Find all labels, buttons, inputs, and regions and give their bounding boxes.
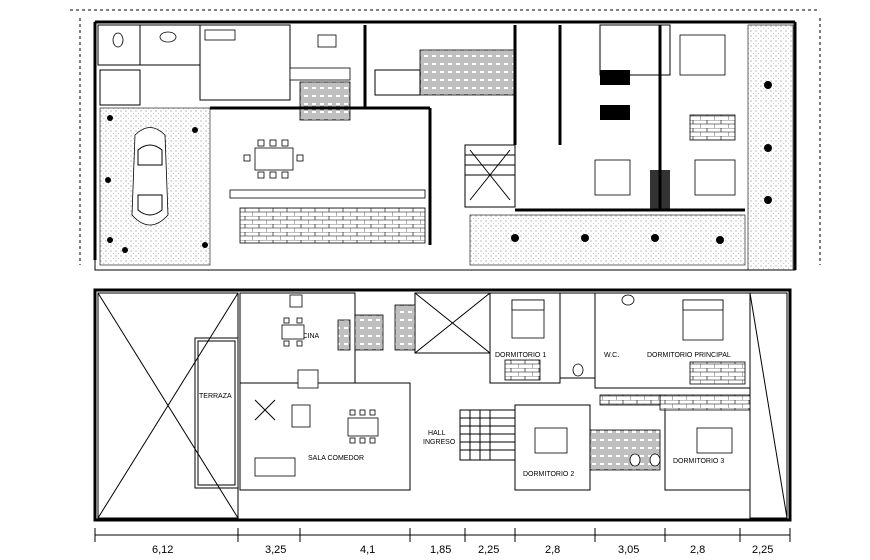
dining-table-icon <box>243 139 304 179</box>
terraza-label: TERRAZA <box>199 393 232 400</box>
upper-stair <box>464 144 516 208</box>
living-dining-table-icon <box>347 409 379 444</box>
toilet-icon <box>112 32 124 48</box>
dormitorio-2-label: DORMITORIO 2 <box>523 471 574 478</box>
dimension-label: 2,25 <box>478 544 499 556</box>
toilet-icon-lower-2 <box>629 453 641 467</box>
dimension-label: 2,8 <box>545 544 560 556</box>
lower-floor-plan: TERRAZA COCINA SALA COMEDOR HALL INGRES <box>93 288 792 522</box>
dormitorio-3-label: DORMITORIO 3 <box>673 458 724 465</box>
parquet-hall <box>419 49 516 96</box>
sala-comedor-room <box>239 382 411 491</box>
bed-icon-dormitorio-2 <box>534 427 568 454</box>
sala-comedor-label: SALA COMEDOR <box>308 455 364 462</box>
upper-floor-plan <box>70 9 821 271</box>
bed-icon-upper-2 <box>694 159 736 196</box>
lower-stair <box>459 409 516 461</box>
bed-icon-upper-1 <box>679 34 726 76</box>
sink-icon-wc <box>621 294 635 306</box>
kitchen-counter-icon <box>289 67 351 81</box>
dimension-label: 1,85 <box>430 544 451 556</box>
dimension-label: 6,12 <box>152 544 173 556</box>
dimension-label: 2,8 <box>690 544 705 556</box>
toilet-icon-lower-3 <box>649 453 661 467</box>
dormitorio-principal-label: DORMITORIO PRINCIPAL <box>647 352 731 359</box>
counter-icon <box>204 29 236 41</box>
dimension-label: 3,05 <box>618 544 639 556</box>
dimension-line: 6,12 3,25 4,1 1,85 2,25 2,8 3,05 2,8 2,2… <box>94 528 791 556</box>
brick-terrace <box>239 207 426 244</box>
hall-label-line2: INGRESO <box>423 439 456 446</box>
sink-icon <box>159 31 177 43</box>
bed-icon-upper-3 <box>594 159 631 196</box>
stove-icon-lower <box>289 294 303 308</box>
stove-icon <box>317 34 337 48</box>
coffee-table-icon <box>291 404 311 428</box>
car-icon <box>131 127 169 226</box>
plant-icons-right <box>511 81 772 244</box>
bed-icon-dormitorio-3 <box>696 427 733 454</box>
sofa-icon <box>254 457 296 477</box>
toilet-icon-wc <box>572 363 584 377</box>
dimension-label: 3,25 <box>265 544 286 556</box>
fireplace-icon <box>297 369 319 389</box>
dormitorio-1-label: DORMITORIO 1 <box>495 352 546 359</box>
dimension-label: 2,25 <box>752 544 773 556</box>
dimension-label: 4,1 <box>360 544 375 556</box>
kitchen-table-icon <box>281 317 305 347</box>
plant-icons-garage <box>105 115 208 253</box>
cocina-label: COCINA <box>292 333 320 340</box>
wc-label: W.C. <box>604 352 619 359</box>
terraza-room <box>194 337 239 489</box>
bottom-garden <box>469 214 746 266</box>
hall-label-line1: HALL <box>428 430 446 437</box>
